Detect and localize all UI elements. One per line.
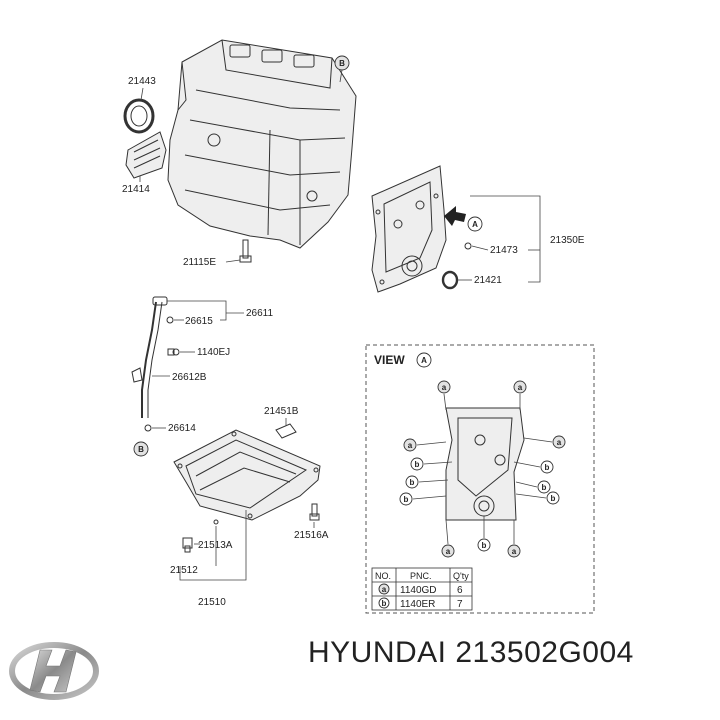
svg-text:b: b [415, 460, 420, 469]
table-row-mark: b [382, 599, 387, 608]
svg-text:b: b [482, 541, 487, 550]
label-21115E: 21115E [183, 257, 216, 268]
svg-text:b: b [551, 494, 556, 503]
label-26615: 26615 [185, 316, 213, 327]
oil-dipstick [131, 296, 168, 418]
bolt-21115E [239, 239, 252, 263]
drain-plug-21513A [182, 537, 193, 553]
svg-text:A: A [472, 220, 478, 229]
label-26612B: 26612B [172, 372, 207, 383]
marker-b-bottom [133, 441, 149, 457]
marker-a-arrow [467, 216, 483, 232]
seal-case [125, 131, 167, 179]
view-cover-outline [445, 407, 525, 521]
svg-text:a: a [557, 438, 562, 447]
svg-text:b: b [545, 463, 550, 472]
label-26614: 26614 [168, 423, 196, 434]
o-ring-26615 [166, 316, 174, 324]
oil-pan [173, 429, 321, 521]
fastener-table: NO. PNC. Q'ty a 1140GD 6 b 1140ER 7 [371, 567, 473, 611]
view-markers: a a a a b b b b b b a b a [399, 380, 566, 558]
front-oil-seal [441, 270, 459, 290]
table-row-qty: 6 [457, 585, 463, 596]
svg-text:a: a [512, 547, 517, 556]
label-21510: 21510 [198, 597, 226, 608]
plug-21473 [464, 242, 472, 250]
view-a-box: VIEW A a a a [365, 344, 595, 614]
view-arrow-a [444, 206, 466, 226]
svg-text:B: B [138, 445, 144, 454]
view-title: VIEW [374, 353, 405, 367]
table-row-qty: 7 [457, 599, 463, 610]
table-row-pnc: 1140GD [400, 585, 437, 596]
table-header-pnc: PNC. [410, 571, 432, 581]
label-21473: 21473 [490, 245, 518, 256]
label-21443: 21443 [128, 76, 156, 87]
o-ring-26614 [144, 424, 152, 432]
bolt-21516A [309, 503, 320, 521]
label-26611: 26611 [246, 308, 274, 319]
baffle-21451B [275, 423, 297, 439]
part-caption: HYUNDAI 213502G004 [308, 636, 634, 670]
svg-text:a: a [442, 383, 447, 392]
svg-text:b: b [410, 478, 415, 487]
label-21414: 21414 [122, 184, 150, 195]
svg-text:b: b [542, 483, 547, 492]
brand-name: HYUNDAI [308, 636, 447, 669]
svg-text:A: A [421, 356, 427, 365]
svg-text:a: a [518, 383, 523, 392]
label-21350E: 21350E [550, 235, 585, 246]
bolt-1140EJ [167, 348, 180, 356]
table-row-mark: a [382, 585, 387, 594]
timing-cover [371, 165, 447, 293]
label-1140EJ: 1140EJ [197, 347, 230, 358]
svg-text:a: a [446, 547, 451, 556]
part-number: 213502G004 [455, 636, 634, 669]
table-header-no: NO. [375, 571, 391, 581]
rear-oil-seal [123, 98, 155, 134]
svg-text:B: B [339, 59, 345, 68]
hyundai-logo-icon [9, 642, 99, 700]
table-header-qty: Q'ty [453, 571, 469, 581]
label-21513A: 21513A [198, 540, 233, 551]
svg-text:a: a [408, 441, 413, 450]
label-21516A: 21516A [294, 530, 329, 541]
label-21512: 21512 [170, 565, 198, 576]
table-row-pnc: 1140ER [400, 599, 435, 610]
svg-text:b: b [404, 495, 409, 504]
view-marker-a [416, 352, 432, 368]
gasket-21512 [213, 519, 219, 525]
label-21451B: 21451B [264, 406, 299, 417]
engine-block [167, 39, 357, 249]
label-21421: 21421 [474, 275, 502, 286]
